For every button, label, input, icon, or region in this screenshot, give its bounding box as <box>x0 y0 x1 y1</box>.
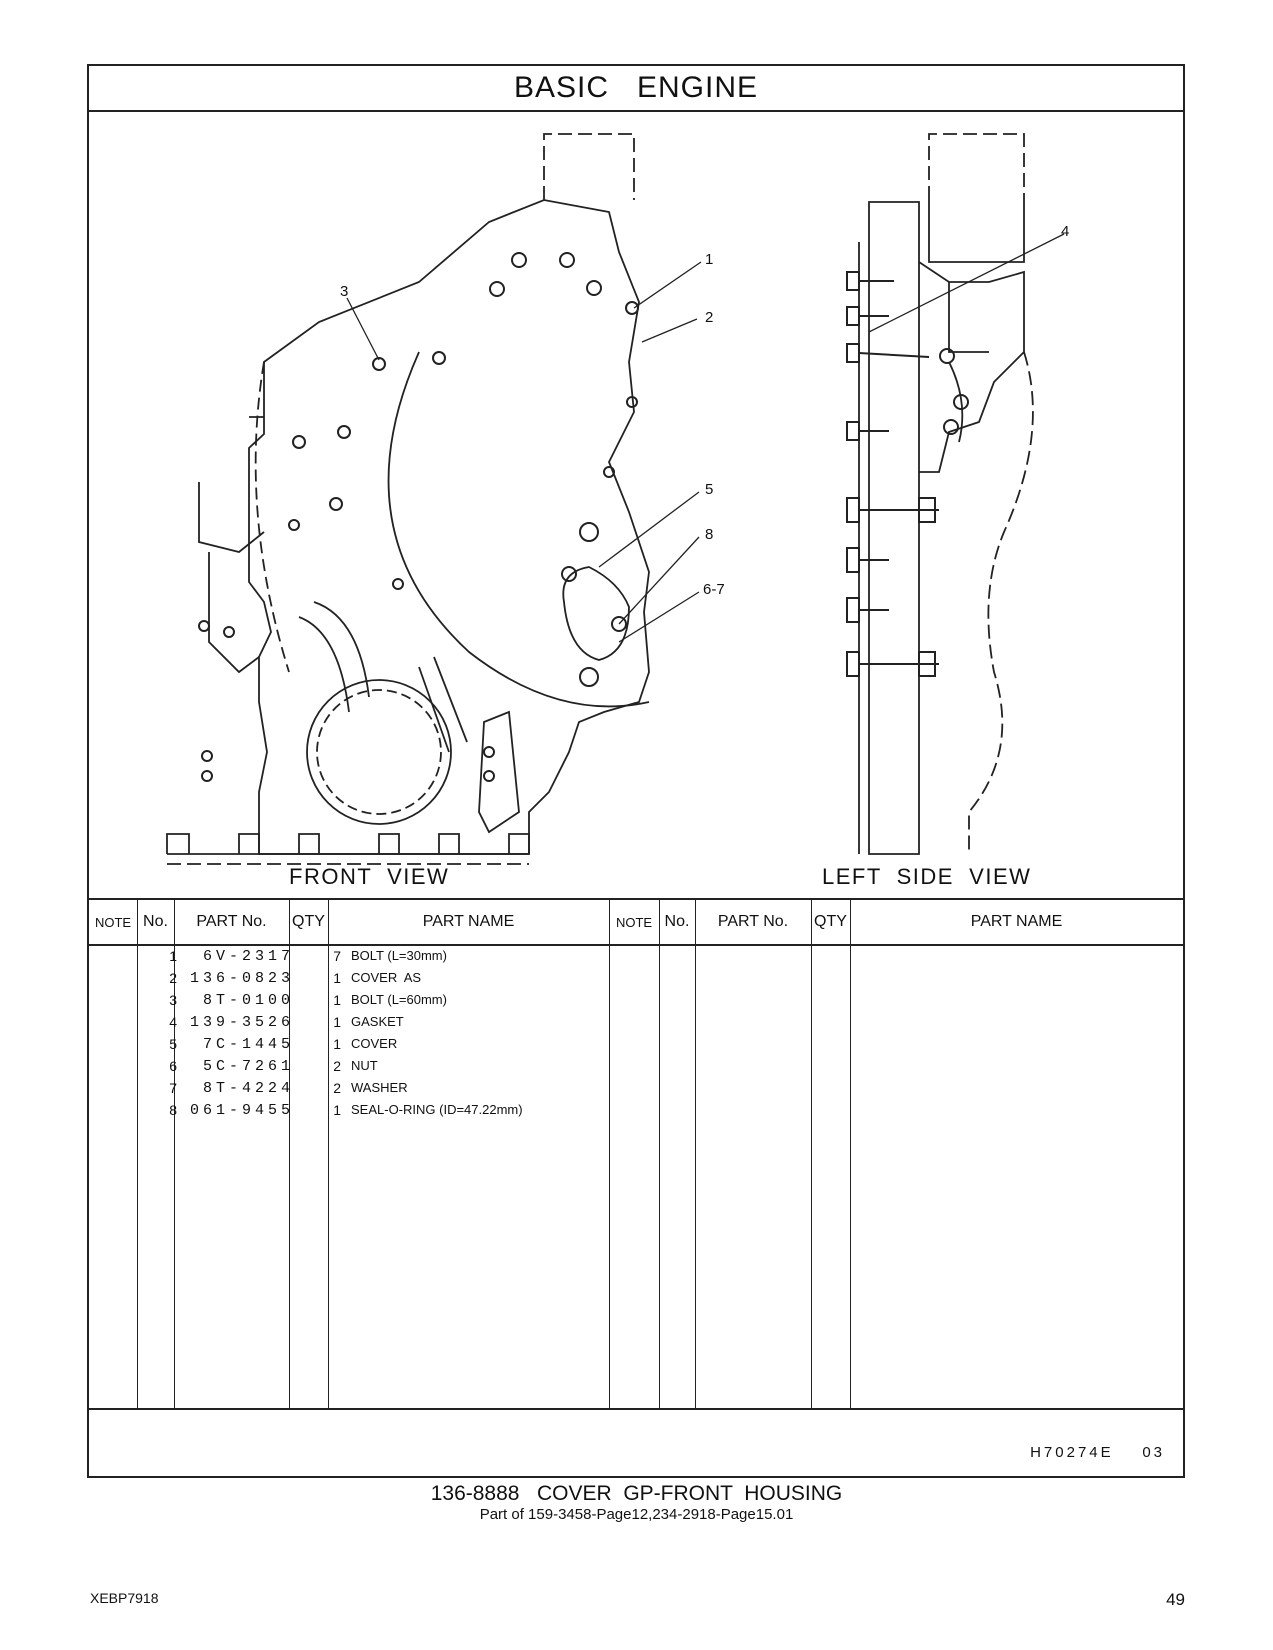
header-part-no-left: PART No. <box>196 913 267 930</box>
section-title: BASIC ENGINE <box>513 71 759 104</box>
callout-3: 3 <box>340 283 348 300</box>
callout-1: 1 <box>705 251 713 268</box>
illustration-code: H70274E 03 <box>1030 1444 1165 1461</box>
section-title-bar: BASIC ENGINE <box>89 66 1183 112</box>
callout-5: 5 <box>705 481 713 498</box>
header-note-left: NOTE <box>94 914 132 930</box>
group-caption: 136-8888 COVER GP-FRONT HOUSING <box>430 1482 843 1505</box>
page-number: 49 <box>1166 1590 1185 1609</box>
table-row: 5 7C-1445 1 COVER <box>169 1036 398 1053</box>
group-reference: Part of 159-3458-Page12,234-2918-Page15.… <box>479 1506 794 1523</box>
table-row: 3 8T-0100 1 BOLT (L=60mm) <box>169 992 447 1009</box>
header-note-right: NOTE <box>615 914 653 930</box>
engine-illustration: 1 2 3 4 5 8 6-7 <box>166 133 1069 865</box>
callout-4: 4 <box>1061 223 1069 240</box>
table-row: 6 5C-7261 2 NUT <box>169 1058 378 1075</box>
callout-6-7: 6-7 <box>703 581 725 598</box>
document-id: XEBP7918 <box>90 1590 159 1606</box>
callout-2: 2 <box>705 309 713 326</box>
table-row: 1 6V-2317 7 BOLT (L=30mm) <box>169 948 447 965</box>
header-part-no-right: PART No. <box>717 913 789 930</box>
table-row: 2 136-0823 1 COVER AS <box>169 970 422 987</box>
left-side-view-label: LEFT SIDE VIEW <box>822 864 1032 889</box>
front-view-drawing <box>166 133 702 865</box>
header-part-name-right: PART NAME <box>970 913 1063 930</box>
callout-8: 8 <box>705 526 713 543</box>
table-row: 8 061-9455 1 SEAL-O-RING (ID=47.22mm) <box>169 1102 523 1119</box>
header-part-name-left: PART NAME <box>422 913 515 930</box>
parts-table: NOTE No. PART No. QTY PART NAME NOTE No.… <box>89 898 1183 1410</box>
header-qty-left: QTY <box>292 913 325 930</box>
table-row: 4 139-3526 1 GASKET <box>169 1014 404 1031</box>
table-row: 7 8T-4224 2 WASHER <box>169 1080 408 1097</box>
header-no-left: No. <box>143 913 168 930</box>
left-side-view-drawing <box>846 133 1065 855</box>
table-header-divider <box>89 944 1183 946</box>
front-view-label: FRONT VIEW <box>289 864 450 889</box>
header-no-right: No. <box>664 913 690 930</box>
header-qty-right: QTY <box>814 913 847 930</box>
parts-page-frame: BASIC ENGINE <box>87 64 1185 1478</box>
